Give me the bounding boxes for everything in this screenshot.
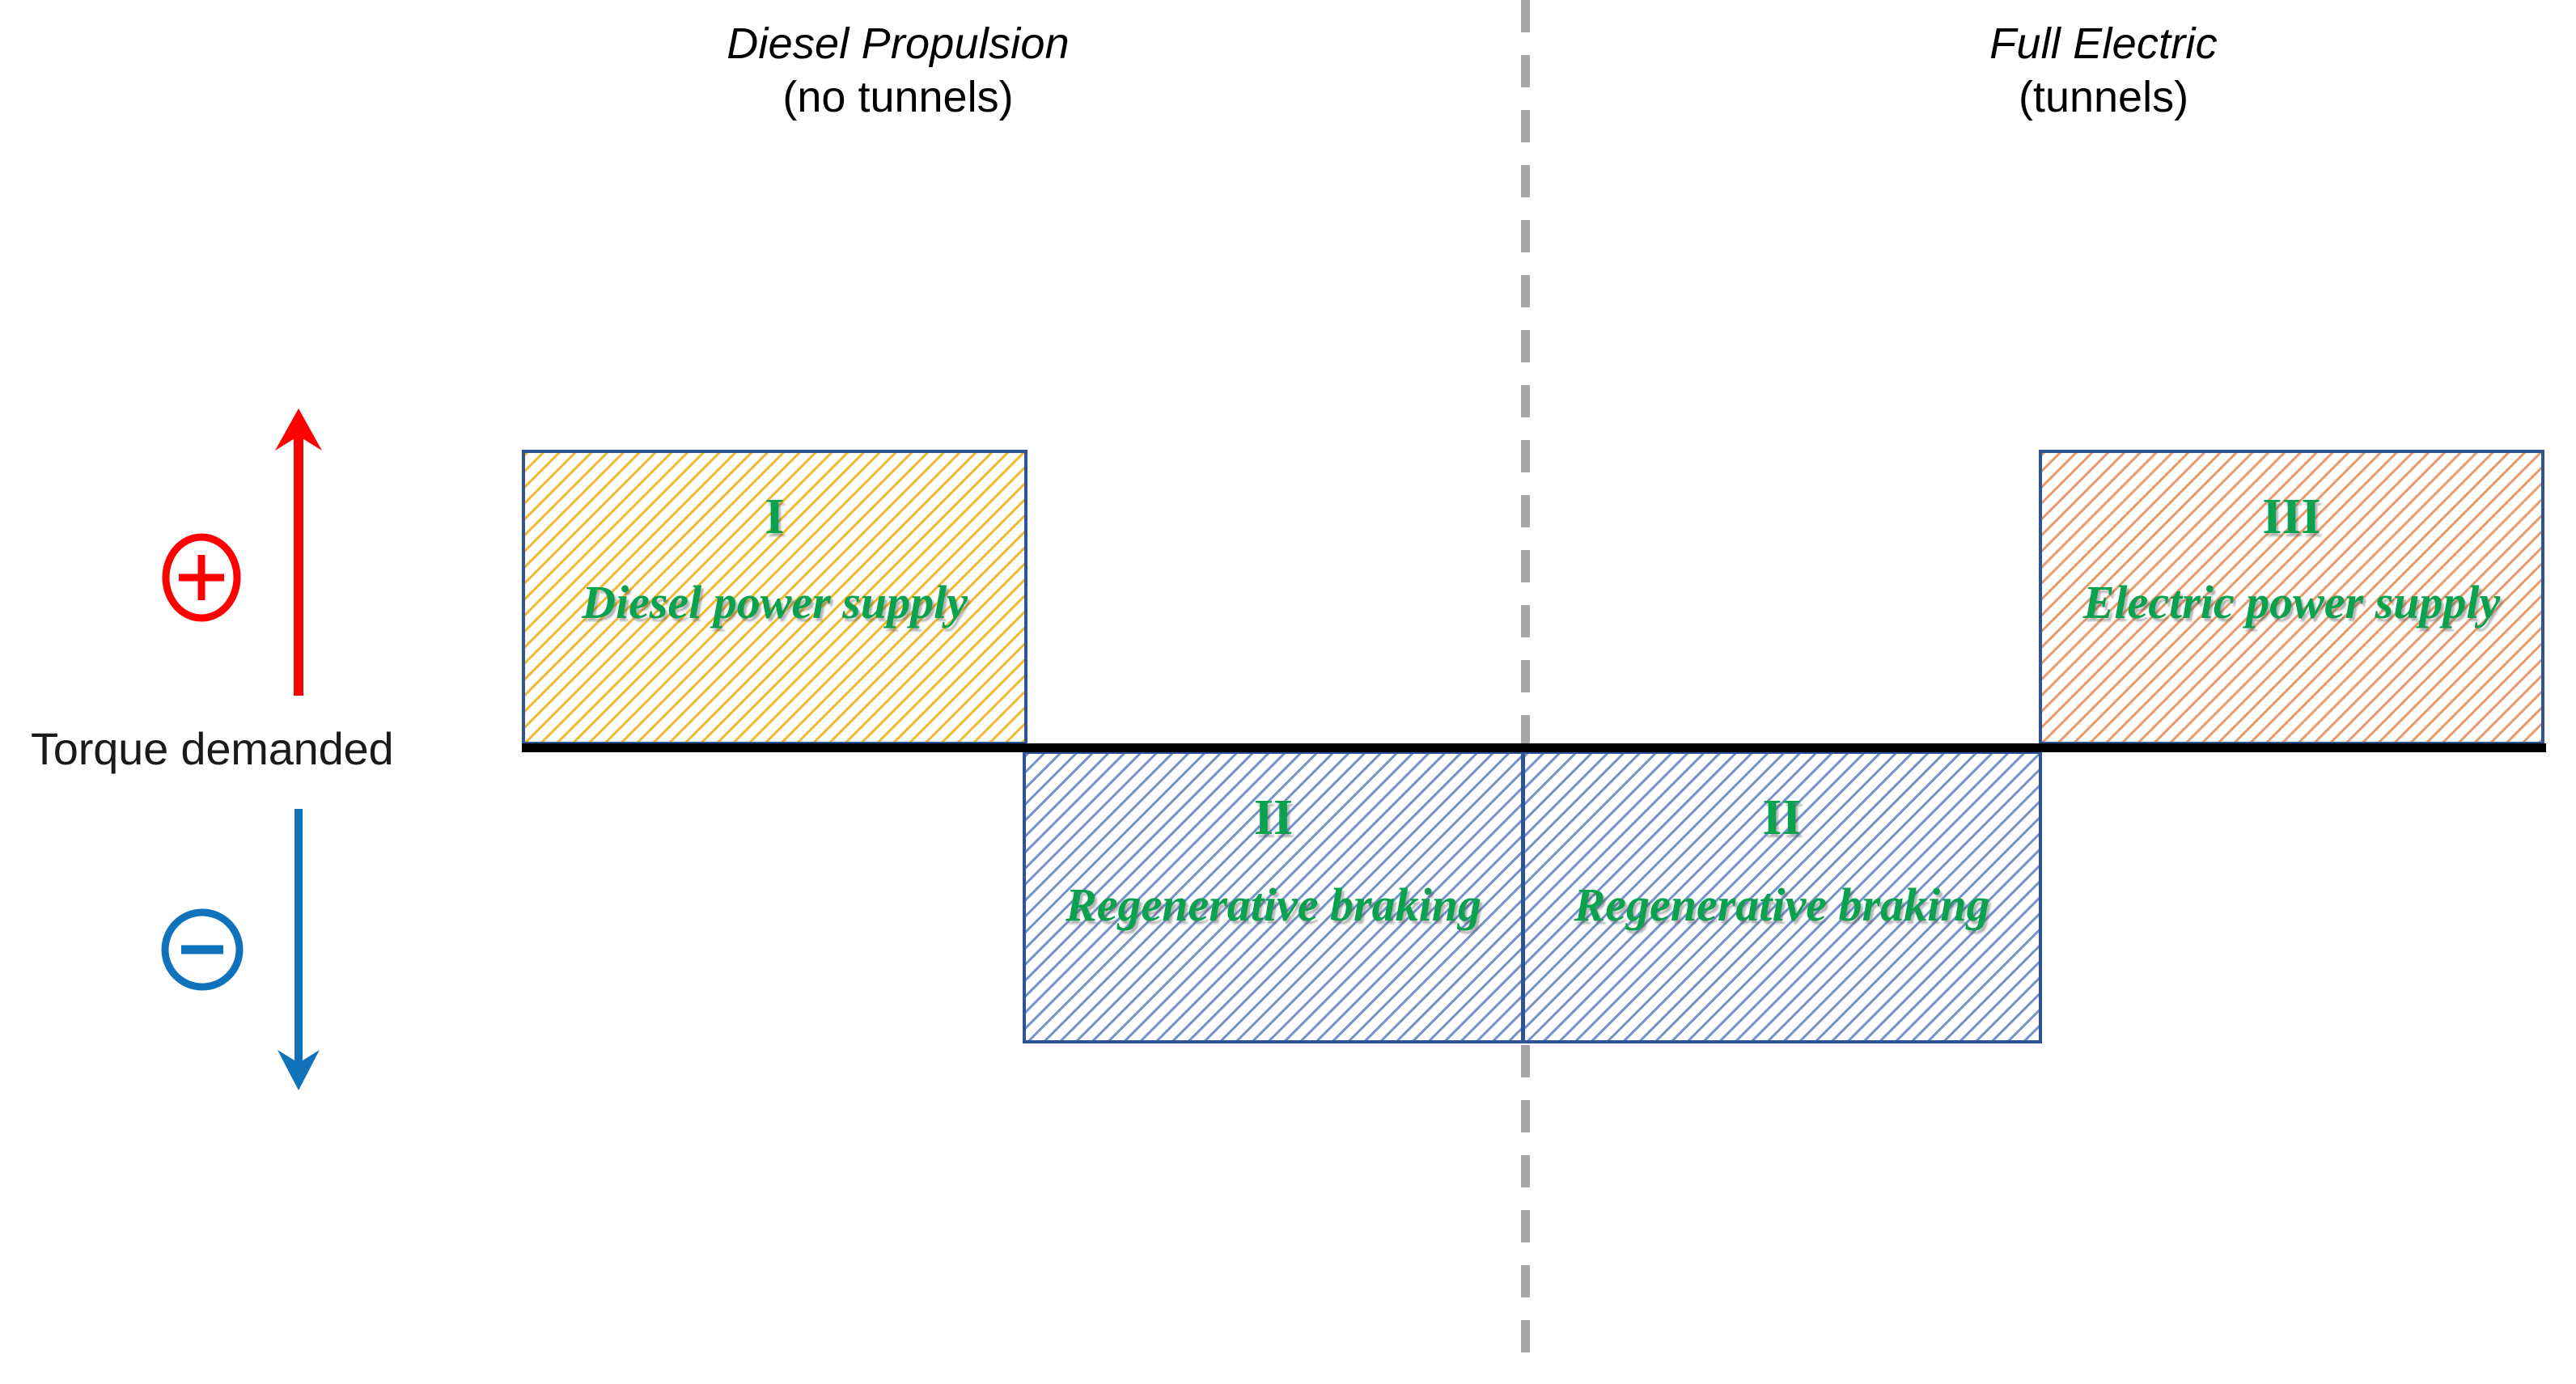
torque-zero-axis-line xyxy=(522,743,2546,752)
quadrant-2-right-regenerative-braking: II Regenerative braking xyxy=(1522,751,2042,1043)
yellow-hatch-pattern xyxy=(525,453,1024,742)
quadrant-3-electric-power-supply: III Electric power supply xyxy=(2039,450,2544,745)
up-arrow-icon xyxy=(275,408,322,696)
heading-diesel-propulsion: Diesel Propulsion (no tunnels) xyxy=(599,18,1197,125)
quadrant-2-left-regenerative-braking: II Regenerative braking xyxy=(1023,751,1524,1043)
heading-full-electric: Full Electric (tunnels) xyxy=(1804,18,2403,125)
blue-hatch-pattern-right xyxy=(1525,754,2039,1040)
heading-left-subtitle: (no tunnels) xyxy=(782,72,1014,121)
blue-hatch-pattern-left xyxy=(1026,754,1521,1040)
quadrant-1-diesel-power-supply: I Diesel power supply xyxy=(522,450,1027,745)
down-arrow-icon xyxy=(278,809,320,1090)
heading-left-mode: Diesel Propulsion xyxy=(727,19,1070,68)
heading-right-subtitle: (tunnels) xyxy=(2018,72,2189,121)
orange-hatch-pattern xyxy=(2042,453,2541,742)
minus-in-circle-icon xyxy=(161,908,244,991)
axis-label-torque-demanded: Torque demanded xyxy=(31,723,394,774)
mode-divider-dashed-line xyxy=(1521,0,1530,1371)
heading-right-mode: Full Electric xyxy=(1989,19,2218,68)
plus-in-circle-icon xyxy=(162,533,241,622)
